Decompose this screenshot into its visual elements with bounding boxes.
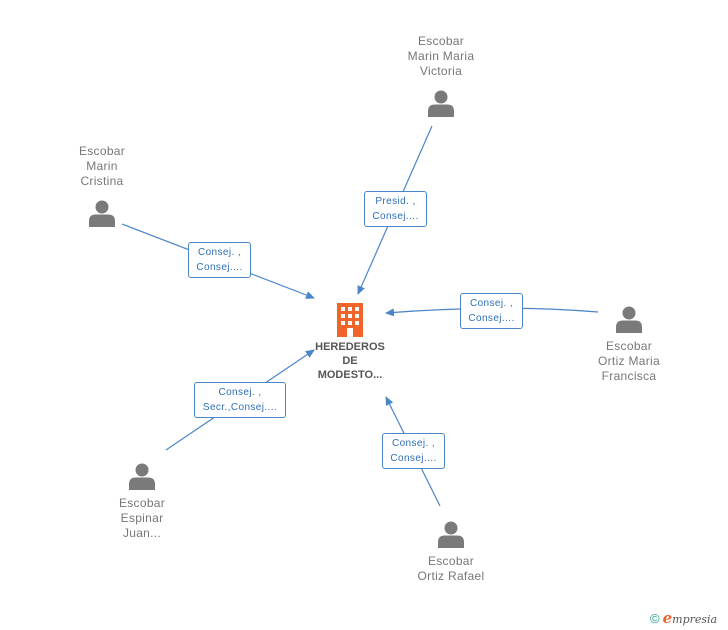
- empresia-logo: empresia: [662, 609, 718, 627]
- person-icon: [616, 306, 642, 333]
- person-node-rafael[interactable]: Escobar Ortiz Rafael: [391, 520, 511, 584]
- person-name: Escobar Espinar Juan...: [118, 496, 166, 540]
- company-node[interactable]: HEREDEROS DE MODESTO...: [300, 303, 400, 382]
- relation-label-juan[interactable]: Consej. , Secr.,Consej....: [194, 382, 286, 418]
- person-icon: [428, 90, 454, 117]
- person-name: Escobar Ortiz Rafael: [417, 554, 485, 583]
- person-icon: [89, 200, 115, 227]
- person-name: Escobar Marin Cristina: [78, 144, 126, 188]
- person-node-juan[interactable]: Escobar Espinar Juan...: [82, 462, 202, 541]
- person-icon: [438, 521, 464, 548]
- relation-label-cristina[interactable]: Consej. , Consej....: [188, 242, 251, 278]
- person-name: Escobar Ortiz Maria Francisca: [598, 339, 660, 383]
- person-name: Escobar Marin Maria Victoria: [407, 34, 475, 78]
- person-node-francisca[interactable]: Escobar Ortiz Maria Francisca: [569, 305, 689, 384]
- person-node-cristina[interactable]: Escobar Marin Cristina: [42, 144, 162, 227]
- copyright-symbol: ©: [650, 611, 660, 626]
- person-icon: [129, 463, 155, 490]
- footer-brand[interactable]: ©empresia: [650, 609, 717, 627]
- person-node-victoria[interactable]: Escobar Marin Maria Victoria: [381, 34, 501, 117]
- relation-label-rafael[interactable]: Consej. , Consej....: [382, 433, 445, 469]
- building-icon: [337, 303, 363, 337]
- relation-label-victoria[interactable]: Presid. , Consej....: [364, 191, 427, 227]
- company-name: HEREDEROS DE MODESTO...: [315, 341, 385, 381]
- relation-label-francisca[interactable]: Consej. , Consej....: [460, 293, 523, 329]
